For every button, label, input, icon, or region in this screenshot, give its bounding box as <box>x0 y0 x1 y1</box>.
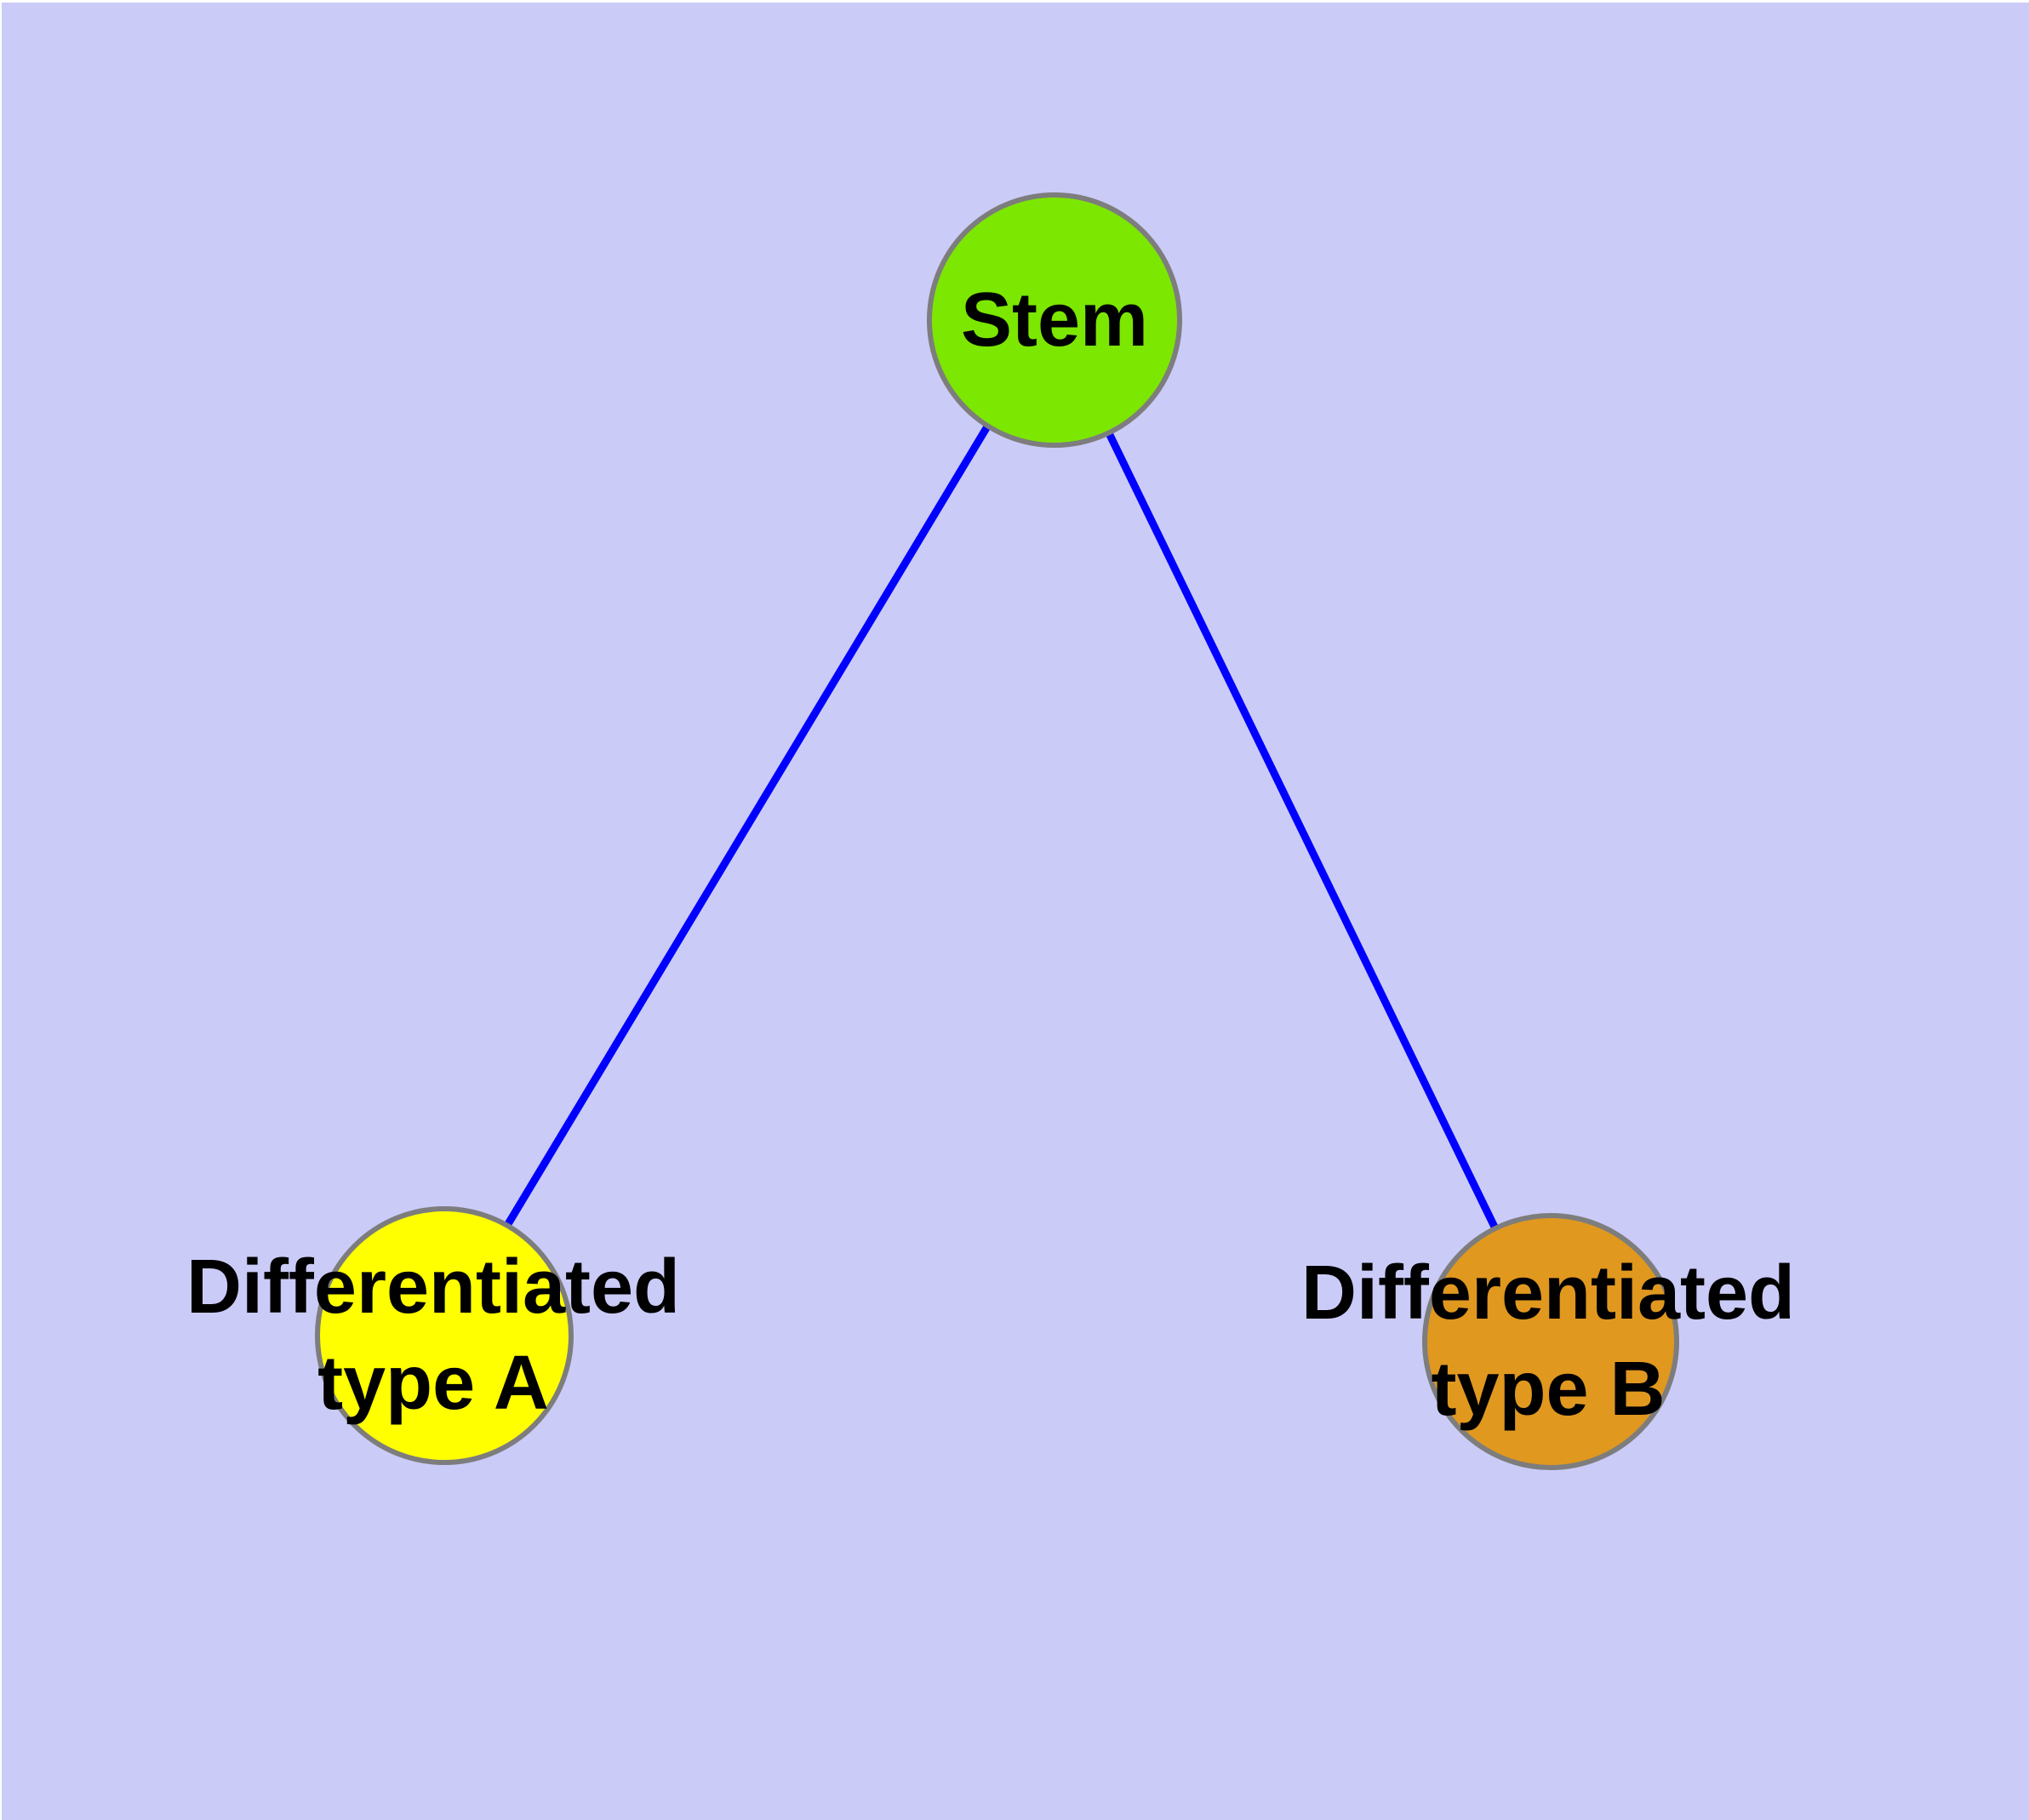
diagram-canvas: Stem Differentiated type A Differentiate… <box>2 3 2029 1820</box>
edges-layer <box>439 315 1553 1341</box>
label-type-a-line2: type A <box>317 1341 549 1426</box>
label-type-b-line1: Differentiated <box>1300 1251 1796 1336</box>
edge-stem-to-type-a <box>439 315 1056 1336</box>
label-type-b-line2: type B <box>1431 1347 1666 1432</box>
node-differentiated-type-b-label: Differentiated type B <box>1250 1245 1846 1438</box>
node-differentiated-type-b <box>1422 1213 1679 1470</box>
node-differentiated-type-a-label: Differentiated type A <box>135 1239 731 1432</box>
node-stem: Stem <box>927 192 1182 448</box>
node-differentiated-type-a <box>315 1206 574 1465</box>
label-type-a-line1: Differentiated <box>186 1245 681 1330</box>
node-stem-label: Stem <box>960 277 1149 363</box>
edge-stem-to-type-b <box>1049 316 1553 1341</box>
